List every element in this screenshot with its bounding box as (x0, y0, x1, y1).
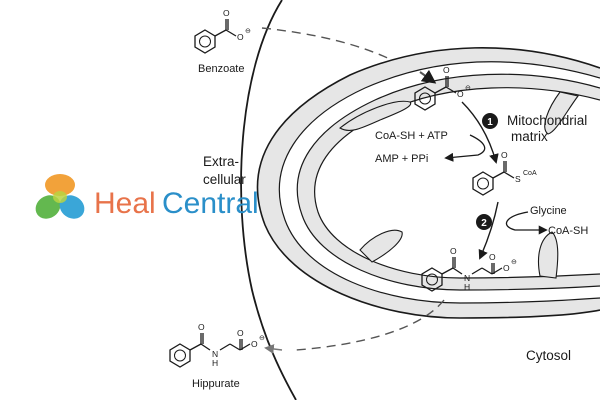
logo-leaf-left (35, 195, 61, 219)
matrix-hippurate-molecule: O N H O O ⊖ (421, 246, 517, 292)
hippurate-hydrogen: H (212, 358, 218, 368)
extracellular-label-line1: Extra- (203, 154, 239, 169)
benzoyl-coa-oxygen: O (501, 150, 508, 160)
matrix-label-line1: Mitochondrial (507, 113, 587, 128)
hippurate-label: Hippurate (192, 378, 240, 390)
hippurate-export-arrow (264, 344, 283, 354)
benzoyl-coa-tail: CoA (523, 170, 537, 177)
benzoate-entry-arrow (419, 69, 437, 84)
healcentral-logo: Heal Central (30, 168, 280, 230)
matrix-label-line2: matrix (511, 129, 548, 144)
matrix-benzoate-oxygen-1: O (443, 65, 450, 75)
extracellular-label-line2: cellular (203, 172, 246, 187)
matrix-benzoate-molecule: O O ⊖ (414, 65, 471, 111)
crista-upper-left (339, 100, 412, 131)
step-1-number: 1 (487, 117, 493, 128)
benzoate-import-path (261, 27, 393, 61)
benzoyl-coa-molecule: O S CoA (472, 150, 537, 196)
step-1-badge (482, 113, 498, 129)
step-1-input: CoA-SH + ATP (375, 130, 448, 142)
hippurate-oxygen-2: O (237, 328, 244, 338)
step-2-input: Glycine (530, 205, 567, 217)
crista-upper-right (544, 91, 579, 135)
matrix-hippurate-charge: ⊖ (511, 259, 517, 266)
crista-lower-right (537, 231, 559, 279)
step-2-main-arrow (478, 201, 499, 260)
hippurate-nitrogen: N (212, 349, 218, 359)
hippurate-oxygen-1: O (198, 322, 205, 332)
benzoyl-coa-sulfur: S (515, 174, 521, 184)
crista-lower-left (359, 229, 403, 263)
logo-leaf-top (45, 174, 75, 196)
step-1-side-arrow (444, 134, 486, 162)
step-2-badge (476, 214, 492, 230)
hippurate-export-path (295, 299, 445, 351)
cytosol-label: Cytosol (526, 348, 571, 363)
matrix-hippurate-oxygen-3: O (503, 263, 510, 273)
cell-membrane (240, 0, 297, 400)
benzoate-label: Benzoate (198, 63, 244, 75)
step-2-number: 2 (481, 218, 487, 229)
matrix-hippurate-oxygen-1: O (450, 246, 457, 256)
hippurate-oxygen-3: O (251, 339, 258, 349)
step-2-output: CoA-SH (548, 225, 588, 237)
healcentral-logo-mark: Heal Central (35, 174, 259, 220)
hippurate-molecule: O N H O O ⊖ (169, 322, 265, 368)
matrix-hippurate-hydrogen: H (464, 282, 470, 292)
benzoate-charge: ⊖ (245, 28, 251, 35)
benzoate-oxygen-1: O (223, 8, 230, 18)
step-2-side-arrow (505, 211, 548, 235)
matrix-benzoate-charge: ⊖ (465, 85, 471, 92)
matrix-hippurate-nitrogen: N (464, 273, 470, 283)
matrix-hippurate-oxygen-2: O (489, 252, 496, 262)
step-1-main-arrow (461, 101, 499, 164)
logo-leaf-right (59, 195, 85, 219)
matrix-benzoate-oxygen-2: O (457, 89, 464, 99)
logo-text-central: Central (162, 187, 259, 220)
logo-leaf-center (53, 191, 67, 203)
logo-text-heal: Heal (94, 187, 156, 220)
hippurate-charge: ⊖ (259, 335, 265, 342)
benzoate-molecule: O O ⊖ (194, 8, 251, 54)
benzoate-oxygen-2: O (237, 32, 244, 42)
step-1-output: AMP + PPi (375, 153, 428, 165)
